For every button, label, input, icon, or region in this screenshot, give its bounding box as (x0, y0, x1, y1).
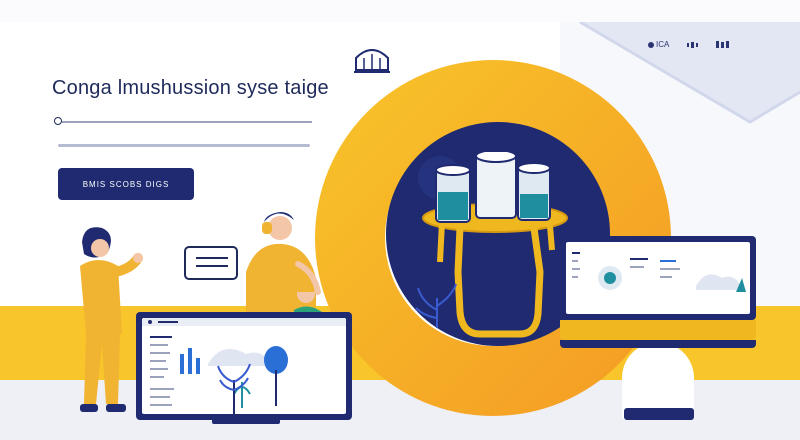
dashboard-content (142, 318, 346, 408)
slider-knob[interactable] (54, 117, 62, 125)
monitor-stand (212, 418, 280, 424)
chart-icon (716, 41, 720, 48)
page-title: Conga lmushussion syse taige (52, 77, 329, 99)
chart-nav-item[interactable] (716, 41, 730, 48)
kiosk-pedestal (624, 408, 694, 420)
grid-icon (687, 42, 690, 47)
kiosk-column (622, 342, 694, 420)
left-person (80, 227, 143, 412)
dashboard-screen (142, 318, 346, 414)
speech-bubble-icon (184, 246, 238, 280)
top-nav: ICA (648, 40, 730, 49)
plant-icon (415, 283, 457, 328)
kiosk-base (560, 320, 756, 340)
user-nav-item[interactable]: ICA (648, 40, 669, 49)
kiosk-terminal (560, 236, 756, 348)
divider (58, 144, 310, 147)
kiosk-foot (560, 340, 756, 348)
tree-icon (217, 363, 251, 414)
dashboard-monitor (136, 312, 352, 420)
kiosk-screen (566, 242, 750, 314)
dome-logo-icon (354, 49, 390, 73)
slider-track (62, 121, 312, 123)
kiosk-content (572, 252, 746, 292)
envelope-shape (579, 22, 800, 124)
progress-slider[interactable] (54, 116, 312, 128)
user-icon (648, 41, 654, 48)
top-strip (0, 0, 800, 22)
cylinder-icon (422, 152, 568, 338)
primary-cta-button[interactable]: BMIS SCOBS DIGS (58, 168, 194, 200)
user-nav-label: ICA (656, 40, 670, 49)
grid-nav-item[interactable] (687, 41, 699, 48)
kiosk-screen-frame (560, 236, 756, 320)
